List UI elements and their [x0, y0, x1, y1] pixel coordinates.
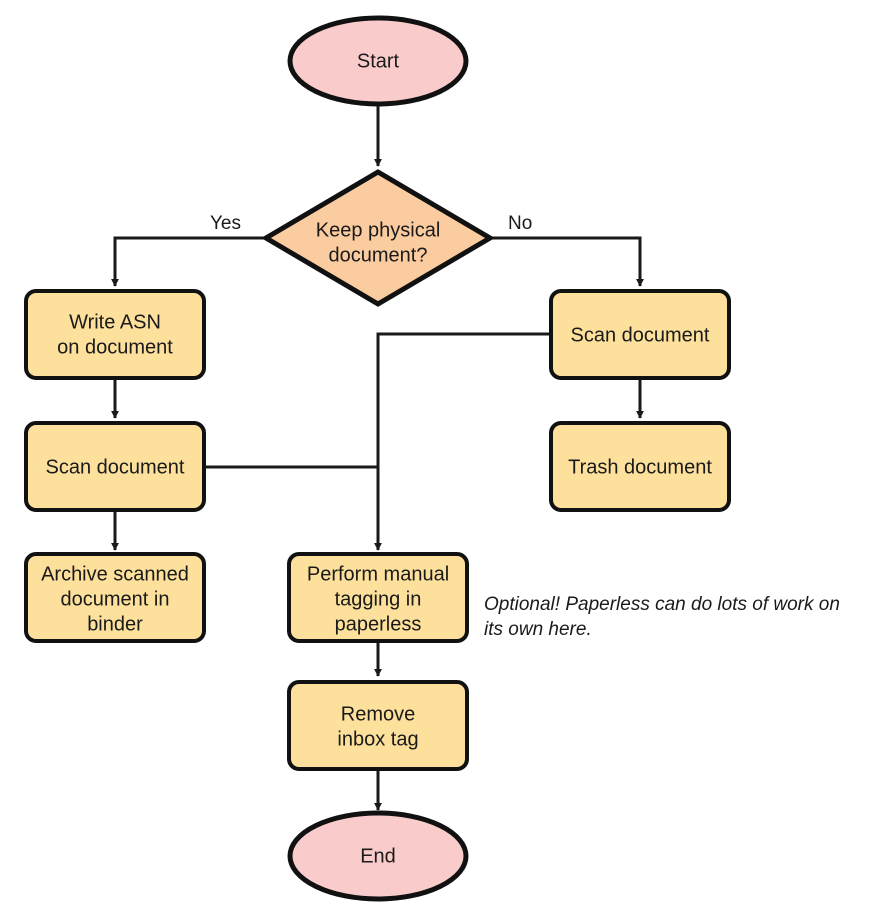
end-ellipse-shape [287, 810, 469, 902]
scan-right-label: Scan document [571, 324, 710, 346]
node-remove-inbox-tag[interactable]: Remove inbox tag [287, 680, 469, 771]
edge-scan-right-to-manual-tagging [374, 332, 551, 551]
end-label: End [360, 845, 396, 867]
archive-label-line3: binder [87, 613, 143, 635]
archive-label-line1: Archive scanned [41, 563, 189, 585]
edge-label-no: No [508, 213, 532, 234]
node-scan-document-right[interactable]: Scan document [549, 289, 731, 380]
manual-tagging-label-line3: paperless [335, 613, 422, 635]
scan-right-box-shape [549, 289, 731, 380]
archive-box-shape [24, 552, 206, 643]
write-asn-label-line1: Write ASN [69, 311, 161, 333]
edges-layer [111, 102, 644, 811]
manual-tagging-box-shape [287, 552, 469, 643]
node-keep-physical-document[interactable]: Keep physical document? [261, 169, 495, 307]
node-manual-tagging[interactable]: Perform manual tagging in paperless [287, 552, 469, 643]
edge-decision-yes-to-write-asn [111, 236, 264, 287]
trash-label: Trash document [568, 456, 712, 478]
node-archive-in-binder[interactable]: Archive scanned document in binder [24, 552, 206, 643]
remove-inbox-box-shape [287, 680, 469, 771]
decision-diamond-shape [261, 169, 495, 307]
edge-decision-no-to-scan-right [491, 236, 644, 287]
start-label: Start [357, 50, 400, 72]
write-asn-label-line2: on document [57, 336, 173, 358]
optional-note-line1: Optional! Paperless can do lots of work … [484, 594, 840, 615]
node-scan-document-left[interactable]: Scan document [24, 421, 206, 512]
archive-label-line2: document in [61, 588, 170, 610]
optional-note-line2: its own here. [484, 619, 592, 640]
scan-left-box-shape [24, 421, 206, 512]
start-ellipse-shape [287, 15, 469, 107]
decision-label-line1: Keep physical [316, 219, 441, 241]
node-start[interactable]: Start [287, 15, 469, 107]
node-trash-document[interactable]: Trash document [549, 421, 731, 512]
edge-labels-layer: Yes No [210, 213, 532, 234]
decision-label-line2: document? [329, 244, 428, 266]
edge-label-yes: Yes [210, 213, 241, 234]
remove-inbox-label-line2: inbox tag [337, 728, 418, 750]
manual-tagging-label-line1: Perform manual [307, 563, 449, 585]
node-write-asn[interactable]: Write ASN on document [24, 289, 206, 380]
node-end[interactable]: End [287, 810, 469, 902]
trash-box-shape [549, 421, 731, 512]
remove-inbox-label-line1: Remove [341, 703, 415, 725]
scan-left-label: Scan document [46, 456, 185, 478]
manual-tagging-label-line2: tagging in [335, 588, 422, 610]
write-asn-box-shape [24, 289, 206, 380]
annotation-optional-note: Optional! Paperless can do lots of work … [484, 594, 840, 640]
